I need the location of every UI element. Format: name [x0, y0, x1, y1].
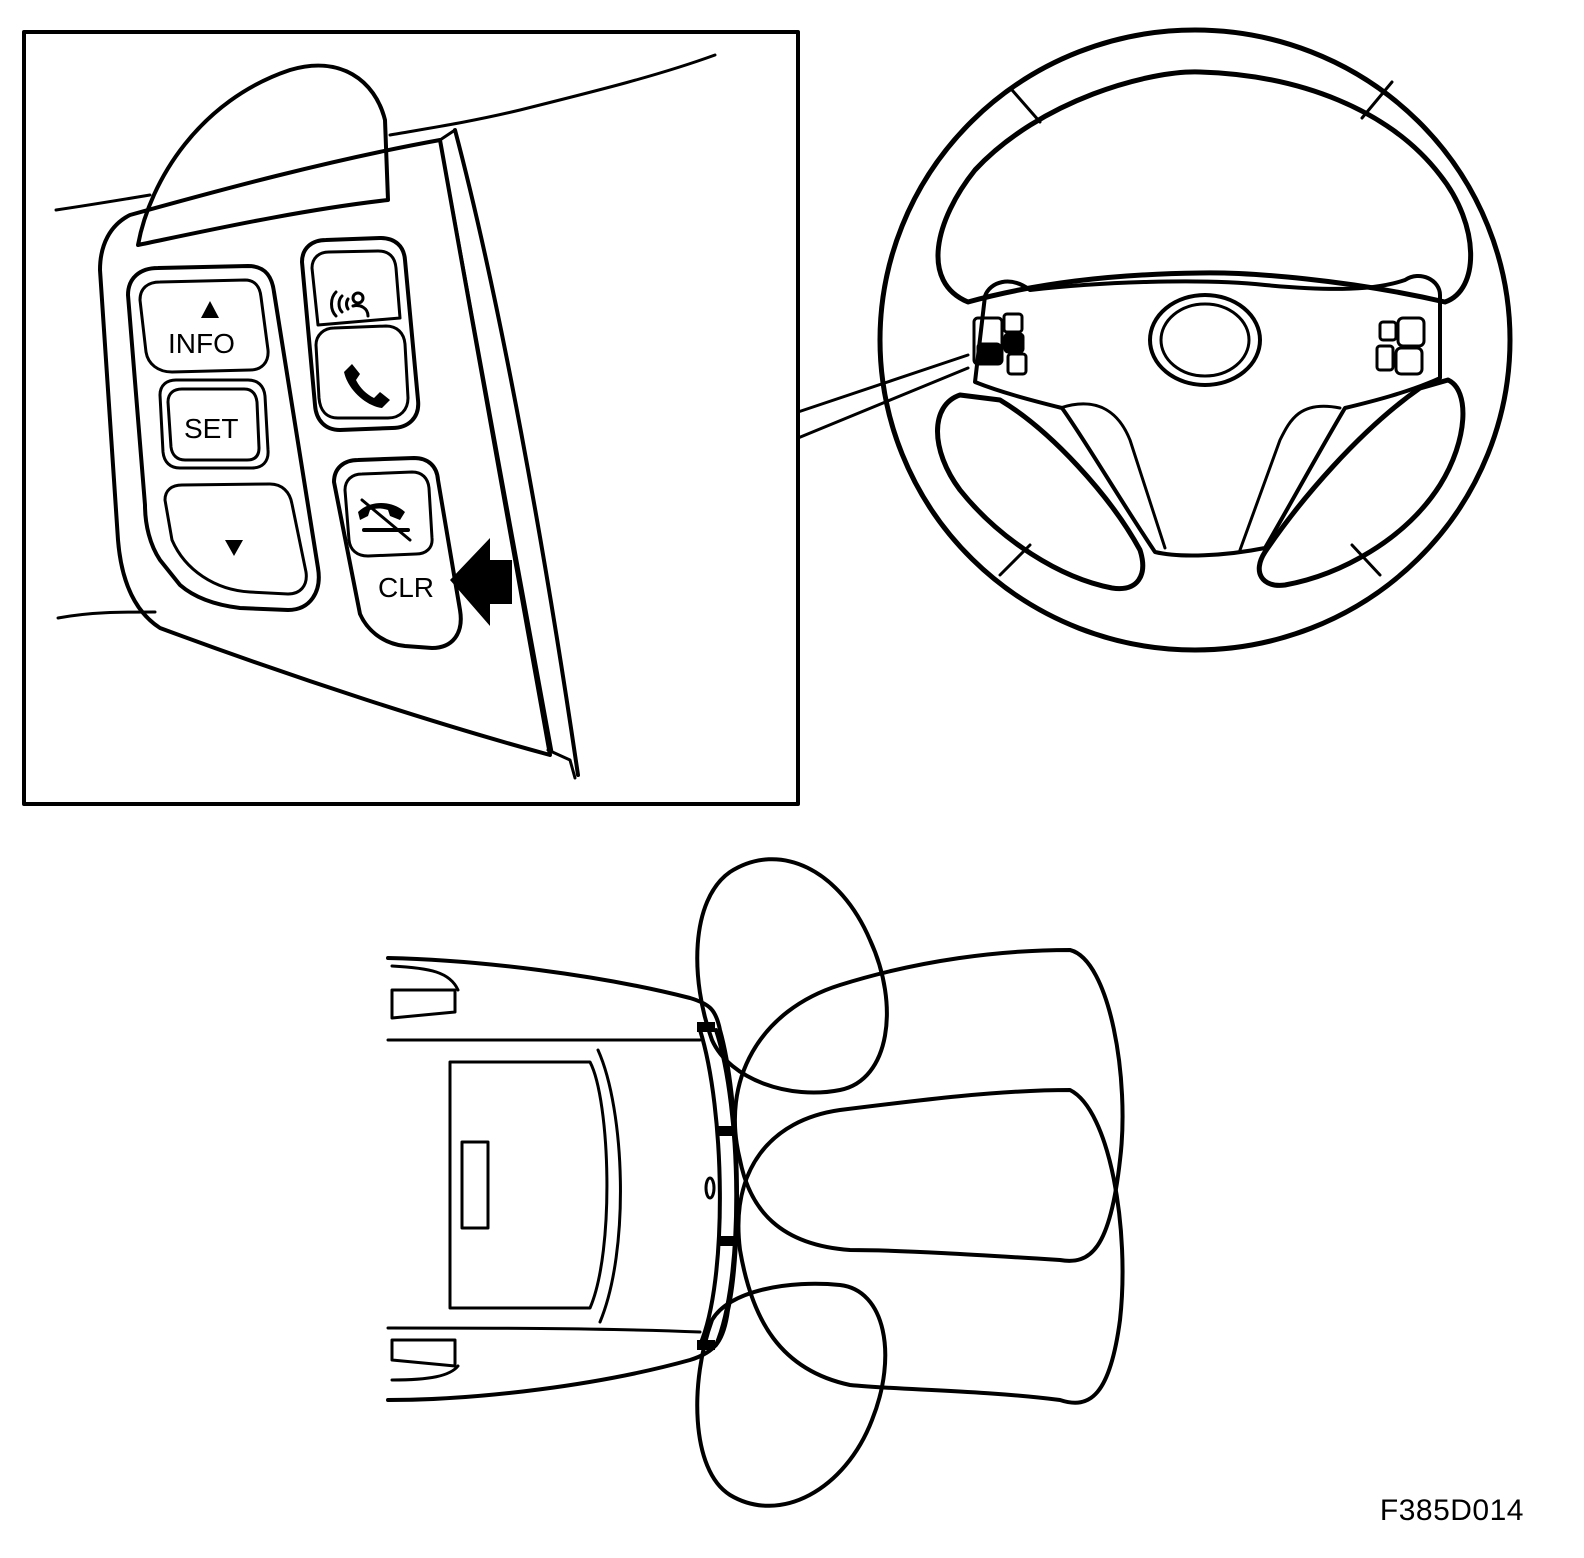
left-button-group [126, 264, 321, 612]
pointer-arrow-icon [450, 538, 512, 626]
phone-answer-button[interactable] [314, 324, 410, 420]
down-arrow-icon [225, 540, 243, 556]
down-button[interactable] [163, 482, 308, 596]
spoke-cover [136, 63, 390, 247]
detail-inset [22, 30, 800, 806]
phone-hangup-button[interactable] [343, 470, 434, 558]
voice-command-icon [330, 290, 370, 318]
switch-panel-housing [98, 138, 552, 757]
wheel-center-boss [1148, 293, 1262, 387]
info-button[interactable] [138, 278, 270, 374]
clr-button-label: CLR [378, 572, 434, 603]
steering-wheel [877, 27, 1513, 653]
phone-answer-icon [344, 364, 390, 408]
phone-hangup-icon [358, 498, 412, 542]
wheel-outer-rim [877, 27, 1513, 653]
set-button-label: SET [184, 413, 238, 444]
inset-frame [22, 30, 800, 806]
set-button[interactable] [158, 378, 270, 470]
voice-command-button[interactable] [310, 249, 402, 327]
figure-id: F385D014 [1379, 1494, 1524, 1527]
up-arrow-icon [201, 301, 219, 318]
info-button-label: INFO [168, 328, 235, 359]
wheel-left-switches [972, 312, 1028, 376]
top-view-diagram [386, 857, 1125, 1508]
wheel-right-switches [1375, 316, 1426, 376]
clr-button[interactable] [332, 456, 463, 650]
